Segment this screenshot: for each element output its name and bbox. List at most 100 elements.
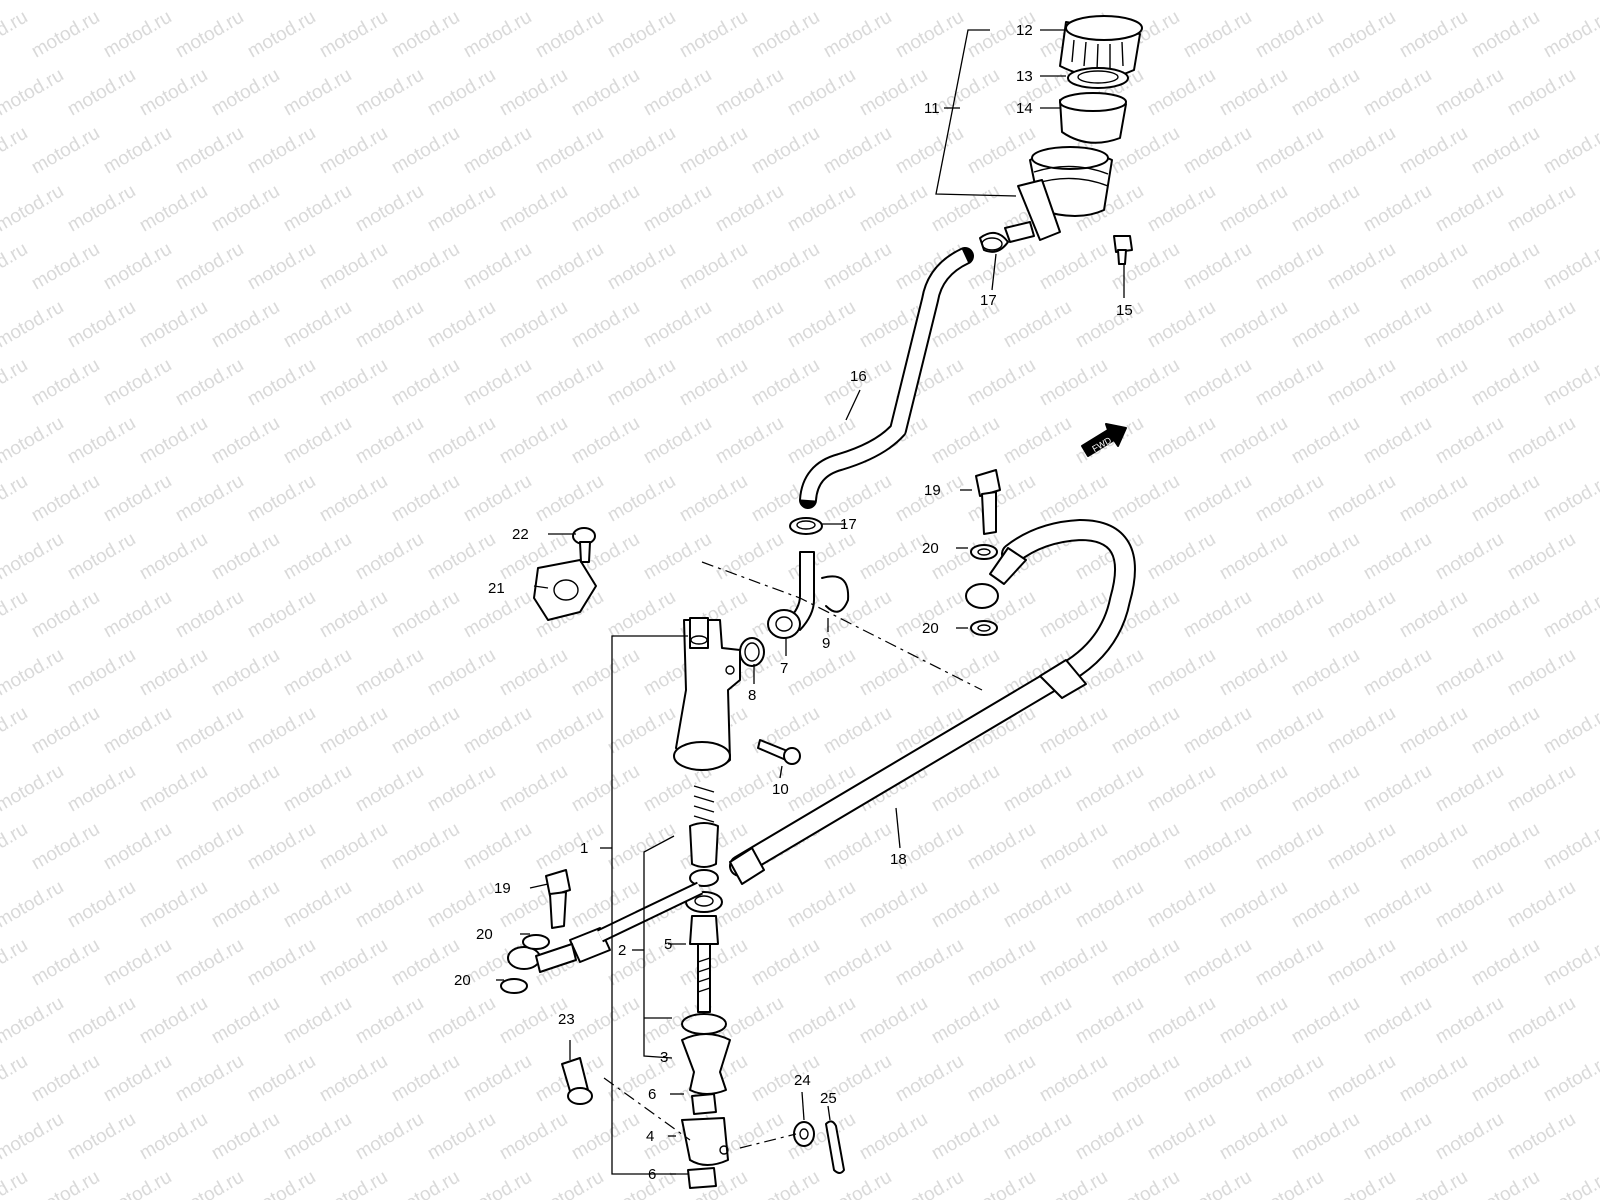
callout-8: 8 xyxy=(748,687,756,704)
watermark-text: motod.ru xyxy=(0,297,67,353)
cotter-pin xyxy=(825,1120,845,1174)
watermark-text: motod.ru xyxy=(1288,529,1363,585)
watermark-text: motod.ru xyxy=(1216,297,1291,353)
watermark-text: motod.ru xyxy=(856,0,931,4)
watermark-text: motod.ru xyxy=(1360,297,1435,353)
watermark-text: motod.ru xyxy=(100,1167,175,1200)
watermark-text: motod.ru xyxy=(1504,297,1579,353)
watermark-text: motod.ru xyxy=(1468,1051,1543,1107)
watermark-text: motod.ru xyxy=(1540,1051,1600,1107)
watermark-text: motod.ru xyxy=(532,1167,607,1200)
watermark-text: motod.ru xyxy=(172,355,247,411)
watermark-text: motod.ru xyxy=(532,819,607,875)
watermark-text: motod.ru xyxy=(460,7,535,63)
watermark-text: motod.ru xyxy=(892,935,967,991)
watermark-text: motod.ru xyxy=(424,0,499,4)
watermark-text: motod.ru xyxy=(1288,877,1363,933)
watermark-text: motod.ru xyxy=(496,645,571,701)
watermark-text: motod.ru xyxy=(856,1109,931,1165)
watermark-text: motod.ru xyxy=(1036,703,1111,759)
watermark-text: motod.ru xyxy=(100,587,175,643)
watermark-text: motod.ru xyxy=(1180,355,1255,411)
watermark-text: motod.ru xyxy=(280,761,355,817)
watermark-text: motod.ru xyxy=(1216,993,1291,1049)
watermark-text: motod.ru xyxy=(640,65,715,121)
gasket-lower-2 xyxy=(500,978,528,994)
watermark-text: motod.ru xyxy=(1252,7,1327,63)
watermark-text: motod.ru xyxy=(1072,1109,1147,1165)
watermark-text: motod.ru xyxy=(1000,877,1075,933)
watermark-text: motod.ru xyxy=(1396,1167,1471,1200)
watermark-text: motod.ru xyxy=(1324,935,1399,991)
watermark-text: motod.ru xyxy=(604,1167,679,1200)
watermark-text: motod.ru xyxy=(604,819,679,875)
watermark-text: motod.ru xyxy=(1000,761,1075,817)
watermark-text: motod.ru xyxy=(280,877,355,933)
watermark-text: motod.ru xyxy=(388,355,463,411)
watermark-text: motod.ru xyxy=(748,7,823,63)
watermark-text: motod.ru xyxy=(352,645,427,701)
reservoir-screw xyxy=(1113,235,1133,265)
callout-12: 12 xyxy=(1016,22,1033,39)
watermark-text: motod.ru xyxy=(928,181,1003,237)
reservoir-cap xyxy=(1059,15,1143,79)
callout-23: 23 xyxy=(558,1011,575,1028)
watermark-text: motod.ru xyxy=(0,877,67,933)
watermark-text: motod.ru xyxy=(748,1051,823,1107)
watermark-text: motod.ru xyxy=(28,1051,103,1107)
watermark-text: motod.ru xyxy=(1252,1167,1327,1200)
watermark-text: motod.ru xyxy=(856,181,931,237)
watermark-text: motod.ru xyxy=(172,471,247,527)
watermark-text: motod.ru xyxy=(1288,0,1363,4)
watermark-text: motod.ru xyxy=(1432,645,1507,701)
watermark-text: motod.ru xyxy=(172,123,247,179)
watermark-text: motod.ru xyxy=(244,1167,319,1200)
watermark-text: motod.ru xyxy=(748,355,823,411)
watermark-text: motod.ru xyxy=(424,1109,499,1165)
watermark-text: motod.ru xyxy=(316,819,391,875)
watermark-text: motod.ru xyxy=(424,65,499,121)
watermark-text: motod.ru xyxy=(28,355,103,411)
watermark-text: motod.ru xyxy=(1216,529,1291,585)
watermark-text: motod.ru xyxy=(1144,529,1219,585)
watermark-text: motod.ru xyxy=(460,819,535,875)
watermark-text: motod.ru xyxy=(1288,645,1363,701)
watermark-text: motod.ru xyxy=(316,7,391,63)
watermark-text: motod.ru xyxy=(532,703,607,759)
watermark-text: motod.ru xyxy=(1432,65,1507,121)
watermark-text: motod.ru xyxy=(568,645,643,701)
watermark-text: motod.ru xyxy=(0,413,67,469)
watermark-text: motod.ru xyxy=(1108,703,1183,759)
watermark-text: motod.ru xyxy=(136,993,211,1049)
watermark-text: motod.ru xyxy=(820,1167,895,1200)
watermark-text: motod.ru xyxy=(172,239,247,295)
watermark-text: motod.ru xyxy=(712,65,787,121)
watermark-text: motod.ru xyxy=(568,181,643,237)
hose-clamp-lower xyxy=(789,517,823,535)
watermark-text: motod.ru xyxy=(244,471,319,527)
watermark-text: motod.ru xyxy=(1360,65,1435,121)
watermark-text: motod.ru xyxy=(1144,0,1219,4)
watermark-text: motod.ru xyxy=(460,123,535,179)
watermark-text: motod.ru xyxy=(1036,935,1111,991)
watermark-text: motod.ru xyxy=(1396,935,1471,991)
reservoir-diaphragm xyxy=(1059,92,1127,144)
reservoir-diaphragm-plate xyxy=(1067,67,1129,89)
gasket-upper-2 xyxy=(970,620,998,636)
watermark-text: motod.ru xyxy=(1252,703,1327,759)
watermark-text: motod.ru xyxy=(676,239,751,295)
callout-9: 9 xyxy=(822,635,830,652)
hose-clamp-upper xyxy=(979,231,1009,253)
watermark-text: motod.ru xyxy=(1396,587,1471,643)
watermark-text: motod.ru xyxy=(1432,297,1507,353)
watermark-text: motod.ru xyxy=(28,7,103,63)
guide-screw xyxy=(572,527,596,563)
watermark-text: motod.ru xyxy=(1396,355,1471,411)
watermark-text: motod.ru xyxy=(352,993,427,1049)
watermark-text: motod.ru xyxy=(928,1109,1003,1165)
watermark-text: motod.ru xyxy=(1144,993,1219,1049)
watermark-text: motod.ru xyxy=(208,761,283,817)
watermark-text: motod.ru xyxy=(64,761,139,817)
watermark-text: motod.ru xyxy=(0,529,67,585)
watermark-text: motod.ru xyxy=(1504,993,1579,1049)
